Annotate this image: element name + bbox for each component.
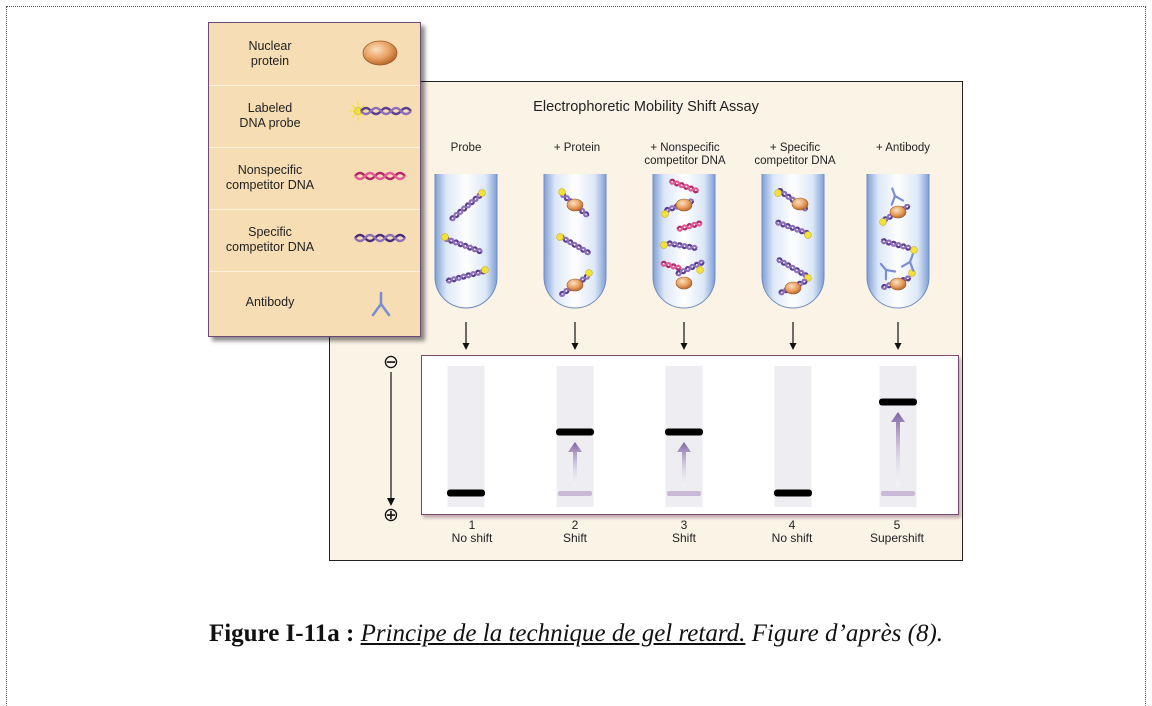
polarity-axis — [387, 372, 395, 506]
figure-caption: Figure I-11a : Principe de la technique … — [0, 620, 1152, 648]
test-tube-1 — [434, 174, 498, 350]
legend-item-nonspecific: Nonspecific competitor DNA — [209, 147, 420, 210]
column-label-protein: + Protein — [553, 142, 601, 154]
legend-item-antibody: Antibody — [209, 271, 420, 337]
original-band-position — [558, 491, 592, 496]
shift-arrow — [677, 441, 691, 487]
gel-lanes — [447, 366, 917, 507]
column-label-nonspecific: + Nonspecific competitor DNA — [644, 142, 726, 167]
gel-lane-5 — [879, 366, 917, 507]
negative-pole-icon: ⊖ — [383, 352, 399, 373]
legend-item-nuclear-protein: Nuclear protein — [209, 23, 420, 86]
specific-dna-icon — [354, 233, 406, 243]
column-label-specific: + Specific competitor DNA — [754, 142, 836, 167]
gel-band — [665, 428, 703, 436]
column-label-antibody: + Antibody — [875, 142, 931, 154]
gel-lane-4 — [774, 366, 812, 507]
figure-frame — [6, 6, 1146, 706]
shift-arrow — [568, 441, 582, 487]
gel-band — [447, 489, 485, 497]
column-label-probe: Probe — [450, 142, 482, 154]
legend-panel: Nuclear protein Labeled DNA probe Nonspe… — [208, 22, 421, 337]
gel-band — [774, 489, 812, 497]
labeled-dna-probe-icon — [349, 101, 412, 121]
antibody-icon — [371, 291, 391, 317]
nonspecific-dna-icon — [354, 171, 406, 181]
gel-band — [556, 428, 594, 436]
gel-band — [879, 398, 917, 406]
legend-item-labeled-probe: Labeled DNA probe — [209, 85, 420, 148]
shift-arrow — [891, 411, 905, 487]
positive-pole-icon: ⊕ — [383, 505, 399, 526]
gel-lane-1 — [447, 366, 485, 507]
original-band-position — [667, 491, 701, 496]
caption-label: Figure I-11a : — [208, 620, 355, 647]
test-tubes — [434, 174, 930, 350]
nuclear-protein-icon — [362, 40, 398, 66]
gel-lane-3 — [665, 366, 703, 507]
assay-title: Electrophoretic Mobility Shift Assay — [533, 99, 759, 115]
legend-item-specific: Specific competitor DNA — [209, 209, 420, 272]
gel-lane-2 — [556, 366, 594, 507]
caption-source: Figure d’après (8). — [751, 620, 944, 647]
original-band-position — [881, 491, 915, 496]
caption-title: Principe de la technique de gel retard. — [360, 620, 746, 647]
